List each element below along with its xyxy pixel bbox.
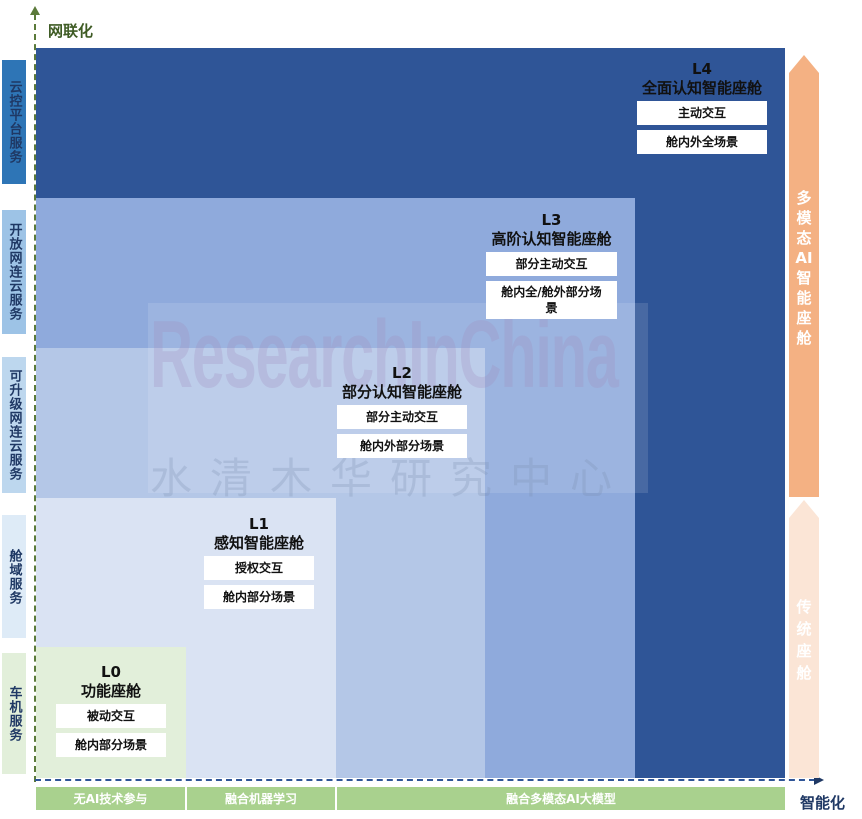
arrow-traditional-cockpit-label: 传统座舱 <box>789 596 819 684</box>
level-code: L2 <box>392 364 412 382</box>
level-name: 高阶认知智能座舱 <box>491 230 612 248</box>
tech-stage-multimodal-llm: 融合多模态AI大模型 <box>337 787 785 810</box>
level-tag: 部分主动交互 <box>486 252 617 276</box>
side-label-open-cloud: 开放网连云服务 <box>2 210 26 334</box>
side-label-cabin-domain: 舱域服务 <box>2 515 26 638</box>
level-name: 功能座舱 <box>80 682 141 700</box>
x-axis <box>35 779 815 781</box>
level-tag: 舱内外部分场景 <box>337 434 467 458</box>
level-tag: 授权交互 <box>204 556 314 580</box>
level-tag: 舱内部分场景 <box>204 585 314 609</box>
y-axis <box>34 14 36 782</box>
level-tag: 部分主动交互 <box>337 405 467 429</box>
level-code: L1 <box>249 515 269 533</box>
x-axis-arrow-icon <box>814 775 824 785</box>
level-l2: L2 部分认知智能座舱 部分主动交互 舱内外部分场景 <box>337 364 467 463</box>
level-name: 全面认知智能座舱 <box>641 79 762 97</box>
arrow-traditional-cockpit-icon <box>789 500 819 778</box>
level-l0: L0 功能座舱 被动交互 舱内部分场景 <box>56 663 166 762</box>
level-l1: L1 感知智能座舱 授权交互 舱内部分场景 <box>204 515 314 614</box>
side-label-head-unit: 车机服务 <box>2 653 26 774</box>
tech-stage-no-ai: 无AI技术参与 <box>36 787 185 810</box>
level-tag: 舱内全/舱外部分场景 <box>486 281 617 319</box>
side-label-cloud-control: 云控平台服务 <box>2 60 26 184</box>
arrow-traditional-cockpit-text: 传统座舱 <box>796 598 812 682</box>
level-tag: 舱内外全场景 <box>637 130 767 154</box>
level-tag: 舱内部分场景 <box>56 733 166 757</box>
level-code: L4 <box>692 60 712 78</box>
level-code: L0 <box>101 663 121 681</box>
arrow-ai-cockpit-icon <box>789 55 819 497</box>
watermark-cn: 水清木华研究中心 <box>150 454 631 503</box>
level-code: L3 <box>541 211 562 229</box>
x-axis-label: 智能化 <box>800 794 846 812</box>
tech-stage-machine-learning: 融合机器学习 <box>187 787 335 810</box>
level-tag: 主动交互 <box>637 101 767 125</box>
level-tag: 被动交互 <box>56 704 166 728</box>
side-label-upgradable-cloud: 可升级网连云服务 <box>2 357 26 493</box>
level-name: 部分认知智能座舱 <box>341 383 462 401</box>
y-axis-arrow-icon <box>30 6 40 15</box>
y-axis-label: 网联化 <box>48 22 94 40</box>
level-l4: L4 全面认知智能座舱 主动交互 舱内外全场景 <box>637 60 767 159</box>
level-name: 感知智能座舱 <box>213 534 304 552</box>
level-l3: L3 高阶认知智能座舱 部分主动交互 舱内全/舱外部分场景 <box>486 211 617 324</box>
